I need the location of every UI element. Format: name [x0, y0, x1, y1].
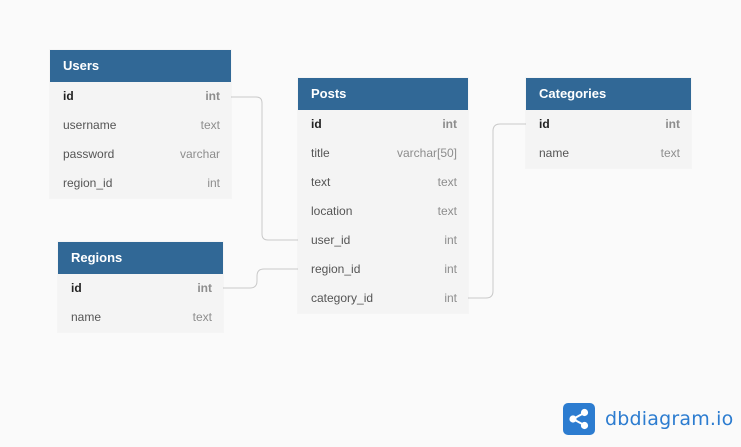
field-type: int — [197, 281, 212, 295]
field-type: int — [665, 117, 680, 131]
field-type: text — [437, 175, 457, 189]
field-type: int — [444, 233, 457, 247]
field-name: id — [63, 89, 74, 103]
table-regions[interactable]: Regions id int name text — [58, 242, 223, 332]
field-type: int — [207, 176, 220, 190]
field-type: text — [200, 118, 220, 132]
field-name: name — [71, 310, 102, 324]
field-name: category_id — [311, 291, 374, 305]
table-field[interactable]: id int — [526, 110, 691, 139]
field-name: user_id — [311, 233, 351, 247]
relation-categories-posts — [468, 123, 526, 299]
field-name: region_id — [311, 262, 361, 276]
relation-users-posts — [231, 96, 298, 241]
field-type: int — [442, 117, 457, 131]
field-type: varchar[50] — [396, 146, 457, 160]
table-field[interactable]: username text — [50, 111, 231, 140]
field-name: id — [71, 281, 82, 295]
table-field[interactable]: user_id int — [298, 226, 468, 255]
field-name: location — [311, 204, 353, 218]
table-posts[interactable]: Posts id int title varchar[50] text text… — [298, 78, 468, 313]
field-type: varchar — [179, 147, 220, 161]
field-name: id — [311, 117, 322, 131]
table-header[interactable]: Posts — [298, 78, 468, 110]
brand-name: dbdiagram.io — [605, 408, 734, 430]
table-field[interactable]: region_id int — [50, 169, 231, 198]
table-field[interactable]: category_id int — [298, 284, 468, 313]
field-type: text — [192, 310, 212, 324]
table-field[interactable]: name text — [58, 303, 223, 332]
table-field[interactable]: id int — [50, 82, 231, 111]
field-type: text — [660, 146, 680, 160]
table-users[interactable]: Users id int username text password varc… — [50, 50, 231, 198]
table-field[interactable]: text text — [298, 168, 468, 197]
table-field[interactable]: password varchar — [50, 140, 231, 169]
field-name: password — [63, 147, 115, 161]
table-field[interactable]: id int — [298, 110, 468, 139]
table-field[interactable]: title varchar[50] — [298, 139, 468, 168]
table-header[interactable]: Categories — [526, 78, 691, 110]
table-field[interactable]: name text — [526, 139, 691, 168]
table-field[interactable]: location text — [298, 197, 468, 226]
field-name: text — [311, 175, 331, 189]
field-name: name — [539, 146, 570, 160]
brand-watermark[interactable]: dbdiagram.io — [563, 403, 733, 435]
field-name: title — [311, 146, 330, 160]
field-name: region_id — [63, 176, 113, 190]
table-field[interactable]: region_id int — [298, 255, 468, 284]
field-type: text — [437, 204, 457, 218]
field-type: int — [444, 262, 457, 276]
table-field[interactable]: id int — [58, 274, 223, 303]
field-type: int — [205, 89, 220, 103]
relation-regions-posts — [223, 268, 298, 289]
share-nodes-icon — [563, 403, 595, 435]
field-type: int — [444, 291, 457, 305]
table-header[interactable]: Regions — [58, 242, 223, 274]
field-name: username — [63, 118, 117, 132]
field-name: id — [539, 117, 550, 131]
table-header[interactable]: Users — [50, 50, 231, 82]
table-categories[interactable]: Categories id int name text — [526, 78, 691, 168]
